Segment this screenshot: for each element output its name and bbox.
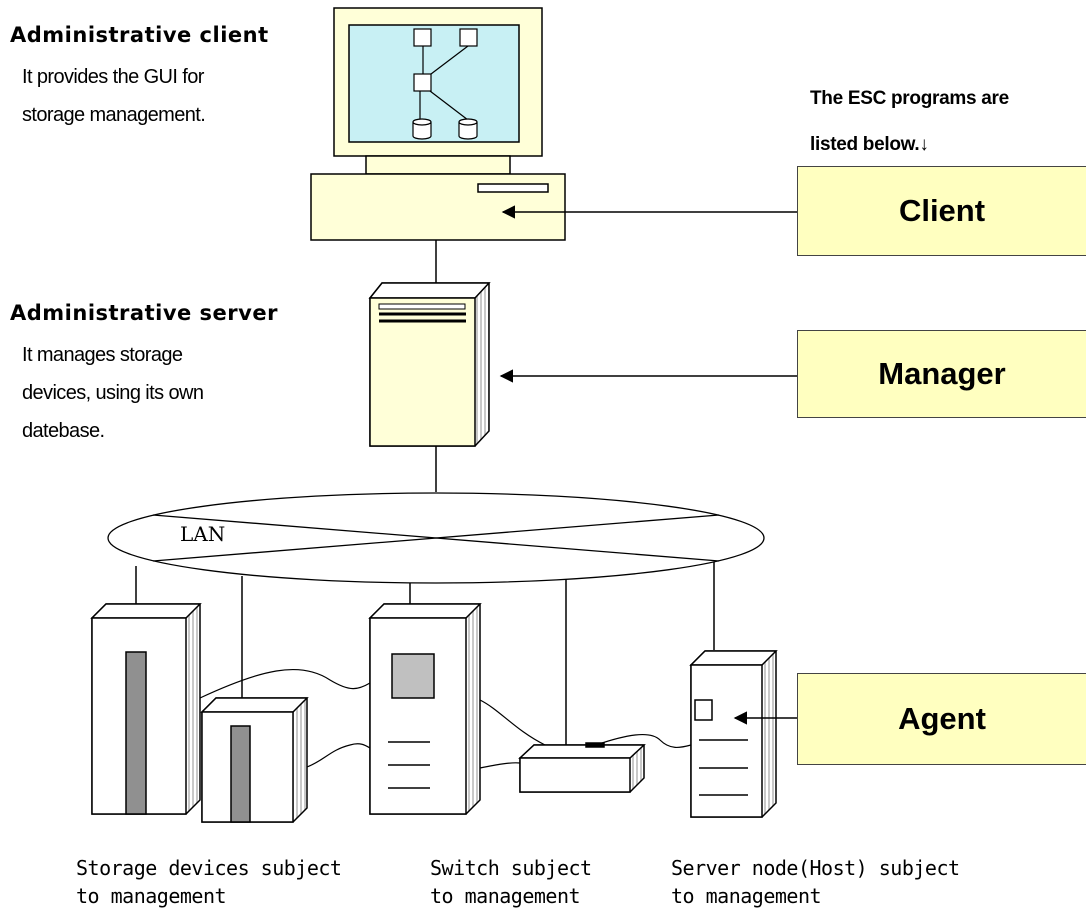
admin-client-title: Administrative client xyxy=(10,23,269,47)
admin-server-desc-line1: It manages storage xyxy=(22,344,183,366)
program-arrows xyxy=(499,205,797,725)
esc-note-line1: The ESC programs are xyxy=(810,88,1009,109)
monitor-screen xyxy=(348,24,520,143)
storage-devices-label-line2: to management xyxy=(76,884,227,908)
manager-program-box: Manager xyxy=(797,330,1086,418)
agent-program-box: Agent xyxy=(797,673,1086,765)
server-node-label-line2: to management xyxy=(671,884,822,908)
admin-client-desc-line1: It provides the GUI for xyxy=(22,66,204,88)
switch-label-line2: to management xyxy=(430,884,581,908)
admin-server-tower xyxy=(368,282,491,447)
screen-topology-icon xyxy=(412,28,478,140)
connection-lines xyxy=(135,240,715,748)
agent-program-label: Agent xyxy=(898,701,986,736)
host-tower-center xyxy=(368,603,482,815)
switch-label-line1: Switch subject xyxy=(430,856,592,880)
admin-server-desc-line3: datebase. xyxy=(22,420,105,442)
admin-client-computer xyxy=(310,7,566,241)
server-node-host xyxy=(689,650,778,818)
esc-note-line2: listed below.↓ xyxy=(810,134,929,155)
lan-ellipse xyxy=(107,492,765,584)
admin-server-title: Administrative server xyxy=(10,301,278,325)
network-switch xyxy=(518,742,646,793)
client-program-box: Client xyxy=(797,166,1086,256)
storage-devices-label-line1: Storage devices subject xyxy=(76,856,342,880)
server-node-label-line1: Server node(Host) subject xyxy=(671,856,960,880)
monitor-stand xyxy=(365,155,511,175)
lan-label: LAN xyxy=(180,522,226,546)
storage-device-small xyxy=(200,697,309,823)
client-program-label: Client xyxy=(898,193,986,228)
manager-program-label: Manager xyxy=(878,356,1006,391)
admin-client-desc-line2: storage management. xyxy=(22,104,206,126)
admin-server-desc-line2: devices, using its own xyxy=(22,382,204,404)
disk-drive-slot xyxy=(477,183,549,193)
storage-device-large xyxy=(90,603,202,815)
device-cables xyxy=(199,668,692,769)
